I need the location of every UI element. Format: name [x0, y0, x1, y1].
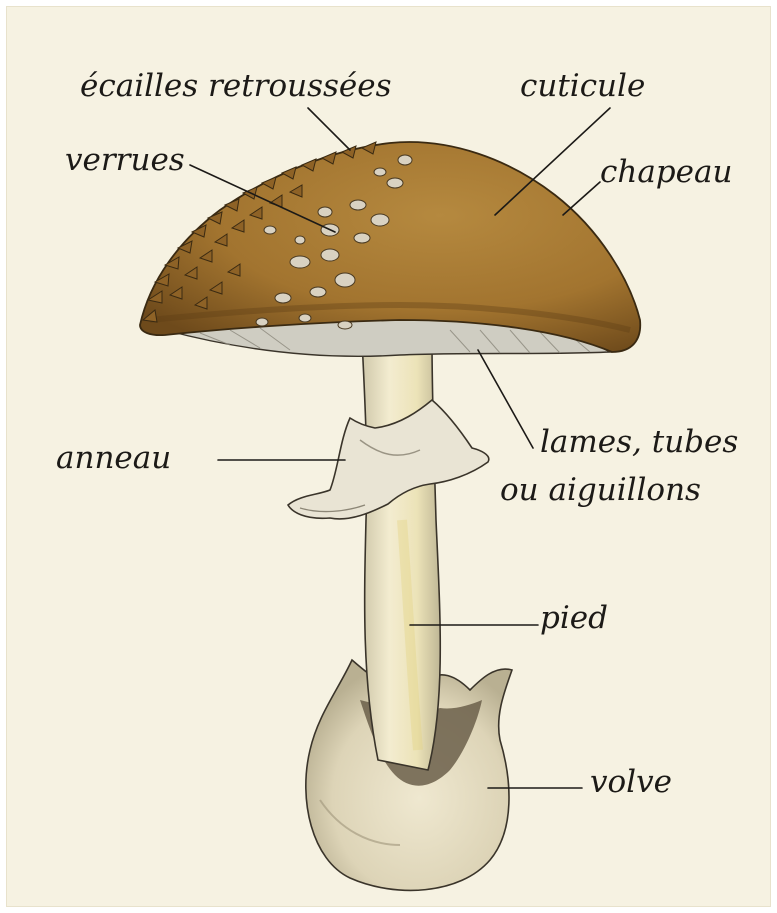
label-verrues: verrues: [65, 142, 185, 178]
cap: [140, 142, 640, 352]
label-volve: volve: [590, 764, 672, 800]
label-lames-line1: lames, tubes: [540, 424, 738, 460]
label-lames-line2: ou aiguillons: [500, 472, 701, 508]
label-pied: pied: [540, 600, 608, 636]
label-chapeau: chapeau: [600, 154, 732, 190]
label-cuticule: cuticule: [520, 68, 645, 104]
leader-lames: [478, 350, 533, 448]
leader-chapeau: [563, 182, 600, 215]
leader-ecailles: [308, 108, 350, 150]
label-anneau: anneau: [56, 440, 171, 476]
label-ecailles: écailles retroussées: [80, 68, 392, 104]
